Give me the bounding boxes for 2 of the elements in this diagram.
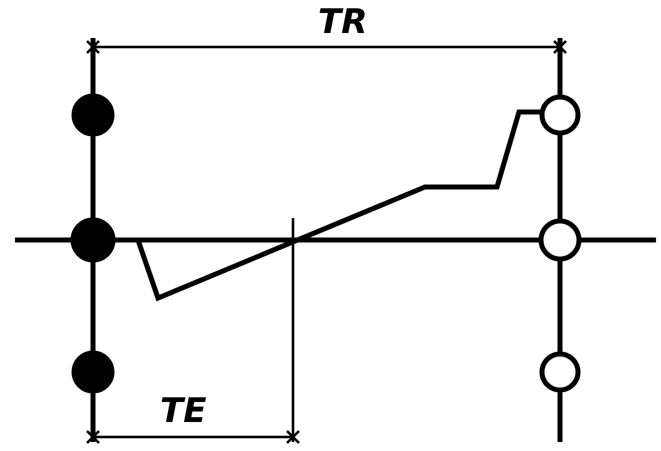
- dimension-label: TR: [318, 4, 368, 40]
- dimension-label: TE: [160, 393, 206, 429]
